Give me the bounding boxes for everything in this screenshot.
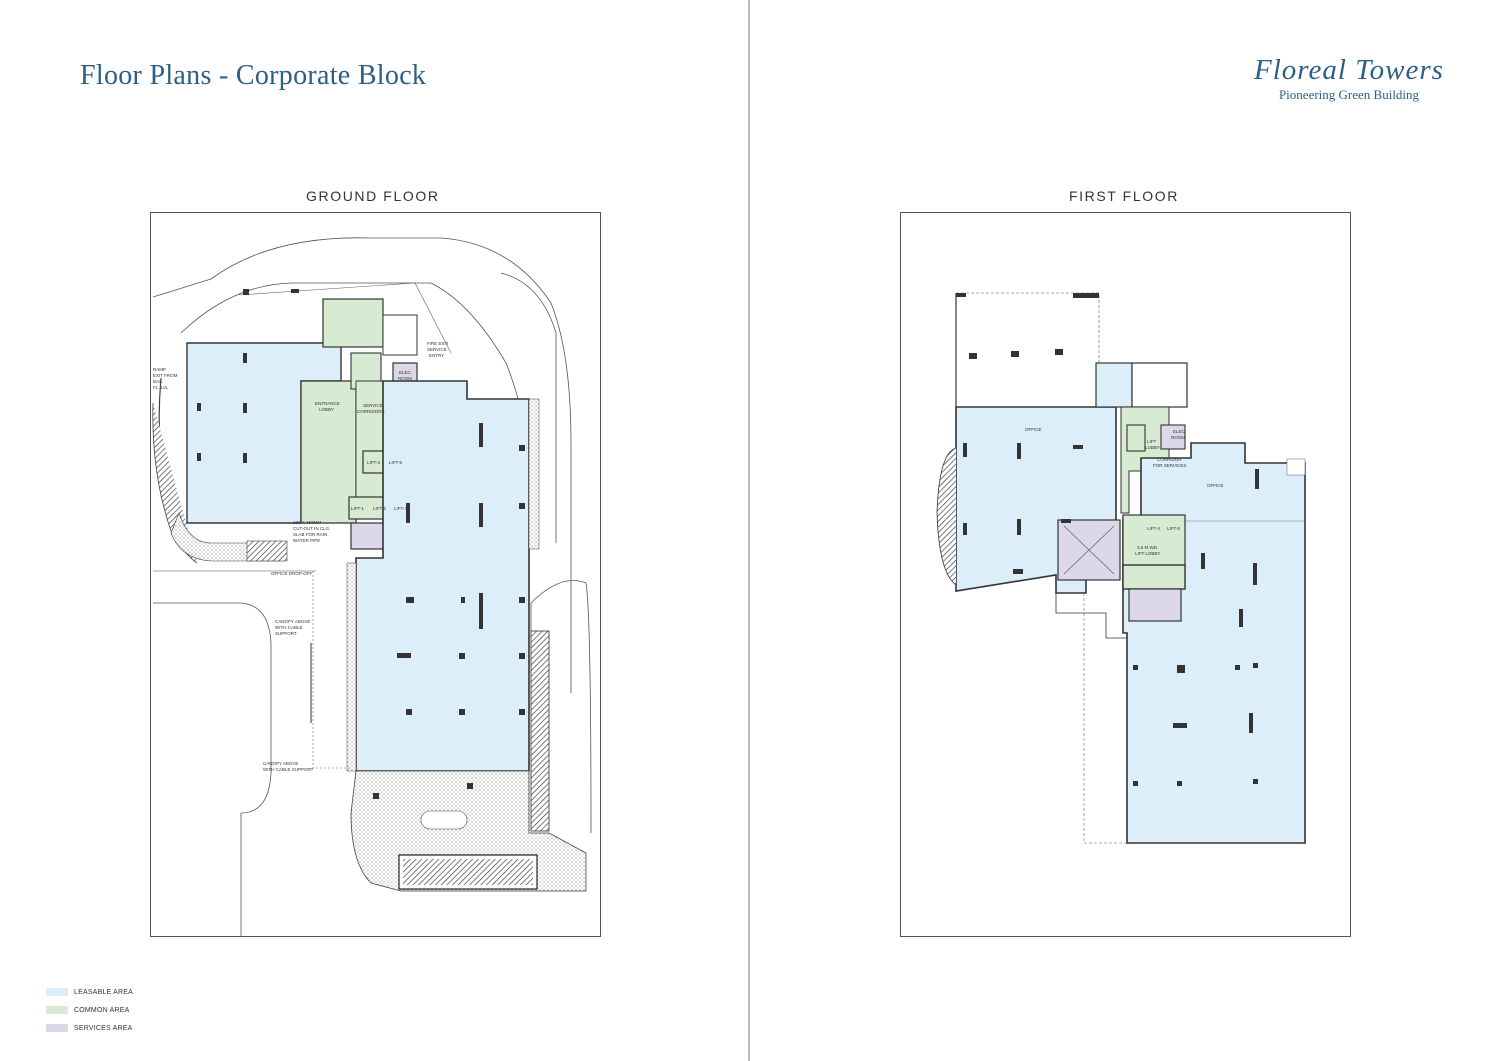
label-canopy-1a: CANOPY ABOVE xyxy=(275,619,310,624)
office-right xyxy=(1122,442,1306,844)
label-corridor: CORRIDOR xyxy=(1157,457,1182,462)
label-lift-4: LIFT-4 xyxy=(1147,526,1161,531)
label-lift-2: LIFT-2 xyxy=(373,506,387,511)
label-entrance: ENTRANCE xyxy=(315,401,340,406)
label-lift-5: LIFT-5 xyxy=(1167,526,1181,531)
label-ramp: RAMP xyxy=(153,367,166,372)
legend-swatch-common xyxy=(46,1006,68,1014)
legend-swatch-services xyxy=(46,1024,68,1032)
label-elec: ELEC. xyxy=(399,370,412,375)
page-title: Floor Plans - Corporate Block xyxy=(80,60,427,91)
label-fire-exit: FIRE EXIT xyxy=(427,341,449,346)
ground-floor-label: GROUND FLOOR xyxy=(306,188,440,204)
label-fire-service: SERVICE xyxy=(427,347,447,352)
ground-floor-plan: RAMP EXIT FROM BAS. FL. LVL ENTRANCE LOB… xyxy=(150,212,601,937)
label-lift: LIFT xyxy=(1147,439,1157,444)
label-lift-3: LIFT-3 xyxy=(394,506,408,511)
legend-leasable: LEASABLE AREA xyxy=(46,983,133,1001)
label-canopy-1c: SUPPORT xyxy=(275,631,297,636)
label-canopy-2b: WITH CABLE SUPPORT xyxy=(263,767,314,772)
label-elec: ELEC. xyxy=(1173,429,1186,434)
label-canopy-2a: CANOPY ABOVE xyxy=(263,761,298,766)
brand-tagline: Pioneering Green Building xyxy=(1278,87,1420,102)
ground-floor-drawing: RAMP EXIT FROM BAS. FL. LVL ENTRANCE LOB… xyxy=(152,237,592,936)
label-lobby: LOBBY xyxy=(1145,445,1160,450)
legend-label-leasable: LEASABLE AREA xyxy=(74,988,134,996)
label-cutout-4: WATER PIPE xyxy=(293,538,320,543)
label-for-services: FOR SERVICES xyxy=(1153,463,1186,468)
page-spine xyxy=(748,0,750,1061)
label-fire-entry: ENTRY xyxy=(429,353,444,358)
legend-label-common: COMMON AREA xyxy=(74,1006,130,1014)
site-boundary xyxy=(152,237,572,693)
label-office-left: OFFICE xyxy=(1025,427,1042,432)
legend-label-services: SERVICES AREA xyxy=(74,1024,133,1032)
label-cutout-3: SLAB FOR RAIN xyxy=(293,532,327,537)
label-office-right: OFFICE xyxy=(1207,483,1224,488)
label-exit-from: EXIT FROM xyxy=(153,373,178,378)
label-room: ROOM xyxy=(1171,435,1185,440)
label-lift-1: LIFT-1 xyxy=(351,506,365,511)
lift-lobby-2 xyxy=(1122,514,1186,568)
legend-services: SERVICES AREA xyxy=(46,1019,133,1037)
first-floor-drawing: OFFICE OFFICE ELEC. ROOM LIFT LOBBY CORR… xyxy=(936,292,1306,844)
first-floor-label: FIRST FLOOR xyxy=(1069,188,1179,204)
label-cutout-2: CUT-OUT IN CLG. xyxy=(293,526,330,531)
first-floor-plan: OFFICE OFFICE ELEC. ROOM LIFT LOBBY CORR… xyxy=(900,212,1351,937)
legend-swatch-leasable xyxy=(46,988,68,996)
legend: LEASABLE AREA COMMON AREA SERVICES AREA xyxy=(46,983,133,1037)
label-lobby: LOBBY xyxy=(319,407,334,412)
label-canopy-1b: WITH CABLE xyxy=(275,625,303,630)
brand-logo: Floreal Towers Pioneering Green Building xyxy=(1238,54,1460,103)
label-lift-5: LIFT-5 xyxy=(389,460,403,465)
legend-common: COMMON AREA xyxy=(46,1001,133,1019)
brand-name: Floreal Towers xyxy=(1254,54,1444,86)
top-core xyxy=(322,298,384,348)
label-corridors: CORRIDORS xyxy=(357,409,385,414)
label-cutout-1: 150 X 150MM xyxy=(293,520,321,525)
label-lift-lobby: LIFT LOBBY xyxy=(1135,551,1160,556)
label-wd: 3.6 M WD. xyxy=(1137,545,1158,550)
service-corridor xyxy=(355,380,384,514)
label-office-dropoff: OFFICE DROP-OFF xyxy=(271,571,312,576)
label-service: SERVICE xyxy=(363,403,383,408)
label-bas: BAS. xyxy=(153,379,163,384)
label-fl-lvl: FL. LVL xyxy=(153,385,169,390)
label-lift-4: LIFT-4 xyxy=(367,460,381,465)
label-room: ROOM xyxy=(398,376,412,381)
